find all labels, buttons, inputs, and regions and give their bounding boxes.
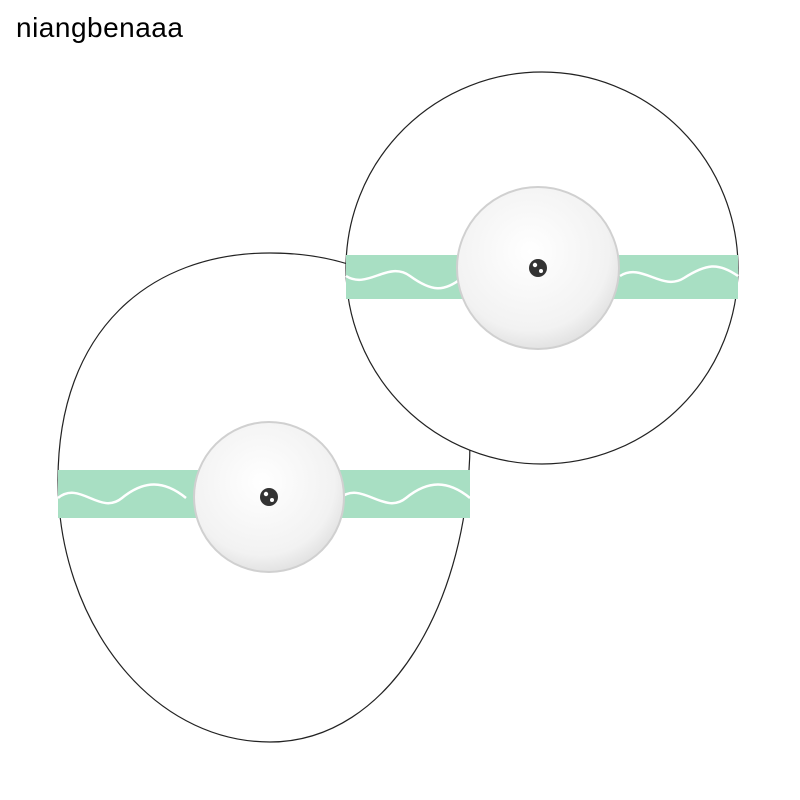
round-tape-wave — [345, 269, 463, 290]
oval-sensor-center-spot — [263, 491, 269, 497]
round-patch — [345, 71, 739, 465]
oval-tape-wave — [57, 483, 187, 505]
round-tape-wave-right — [619, 265, 739, 284]
round-sensor-center-spot — [532, 262, 538, 268]
round-sensor-center-icon — [529, 259, 547, 277]
oval-sensor-center-spot — [270, 498, 274, 502]
oval-tape-wave-right — [339, 483, 471, 505]
watermark-text: niangbenaaa — [16, 12, 184, 43]
round-sensor-center-spot — [539, 269, 543, 273]
oval-sensor-center-icon — [260, 488, 278, 506]
oval-patch — [57, 252, 471, 743]
